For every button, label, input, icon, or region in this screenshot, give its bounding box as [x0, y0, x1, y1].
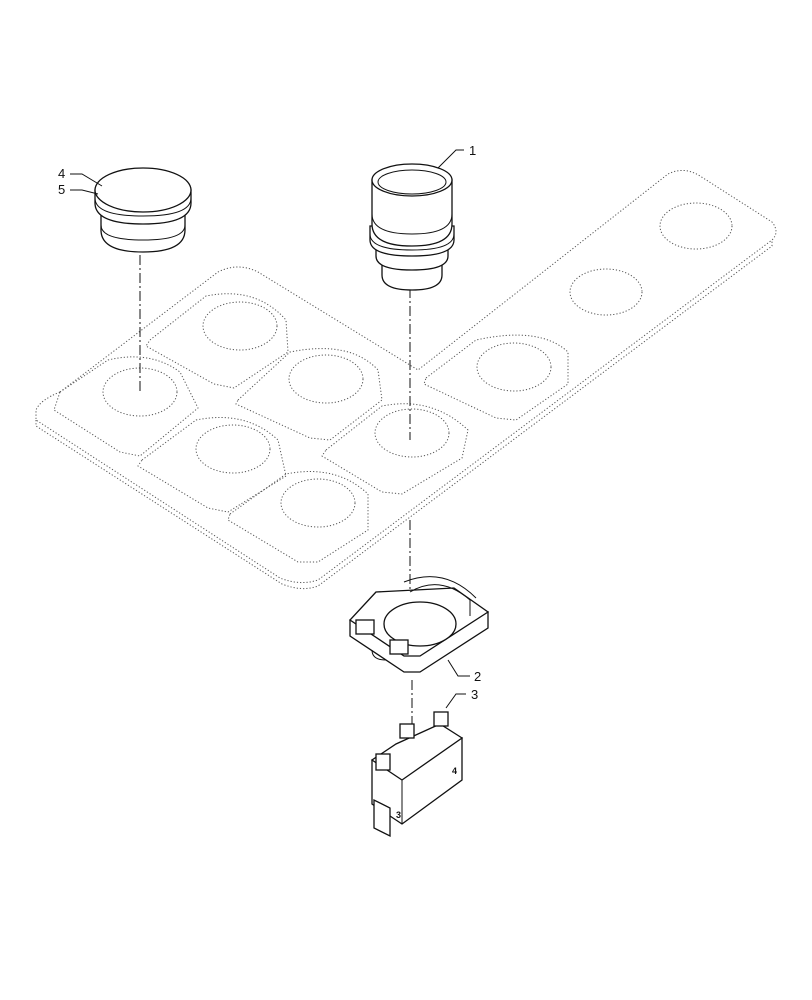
recess-plate-mid-1	[137, 417, 287, 513]
leader-5	[70, 189, 99, 195]
leader-2	[447, 659, 470, 677]
callout-3: 3	[471, 687, 478, 702]
contact-terminal-right	[433, 711, 449, 727]
hole-right-2	[569, 268, 643, 316]
contact-terminal-left	[399, 723, 415, 739]
recess-plate-left-1	[53, 356, 199, 457]
recess-plate-front	[227, 471, 369, 563]
callout-1: 1	[469, 143, 476, 158]
adapter-tab-right	[389, 639, 409, 655]
recess-plate-mid-2	[235, 348, 383, 441]
contact-clip	[373, 798, 391, 838]
callout-labels: 1 2 3 4 5	[58, 143, 481, 702]
blanking-plug	[94, 167, 192, 253]
contact-latch	[375, 753, 391, 771]
contact-mark-b: 3	[396, 810, 401, 820]
leader-1	[437, 149, 464, 169]
callout-2: 2	[474, 669, 481, 684]
push-button	[369, 163, 455, 291]
panel-edge	[35, 240, 773, 590]
center-lines	[139, 255, 413, 760]
leader-4	[70, 173, 103, 187]
contact-block: 4 3	[370, 711, 464, 838]
contact-mark-a: 4	[452, 766, 457, 776]
recess-plate-mid-3	[321, 403, 469, 495]
mounting-adapter	[349, 576, 490, 673]
recess-plate-left-2	[145, 293, 289, 389]
panel-outline	[35, 170, 777, 584]
callout-4: 4	[58, 166, 65, 181]
callout-5: 5	[58, 182, 65, 197]
switch-panel	[35, 170, 777, 590]
recess-plate-right-1	[423, 334, 569, 421]
leader-3	[445, 693, 466, 709]
leader-lines	[70, 149, 470, 709]
hole-right-3	[659, 202, 733, 250]
adapter-tab-left	[355, 619, 375, 635]
